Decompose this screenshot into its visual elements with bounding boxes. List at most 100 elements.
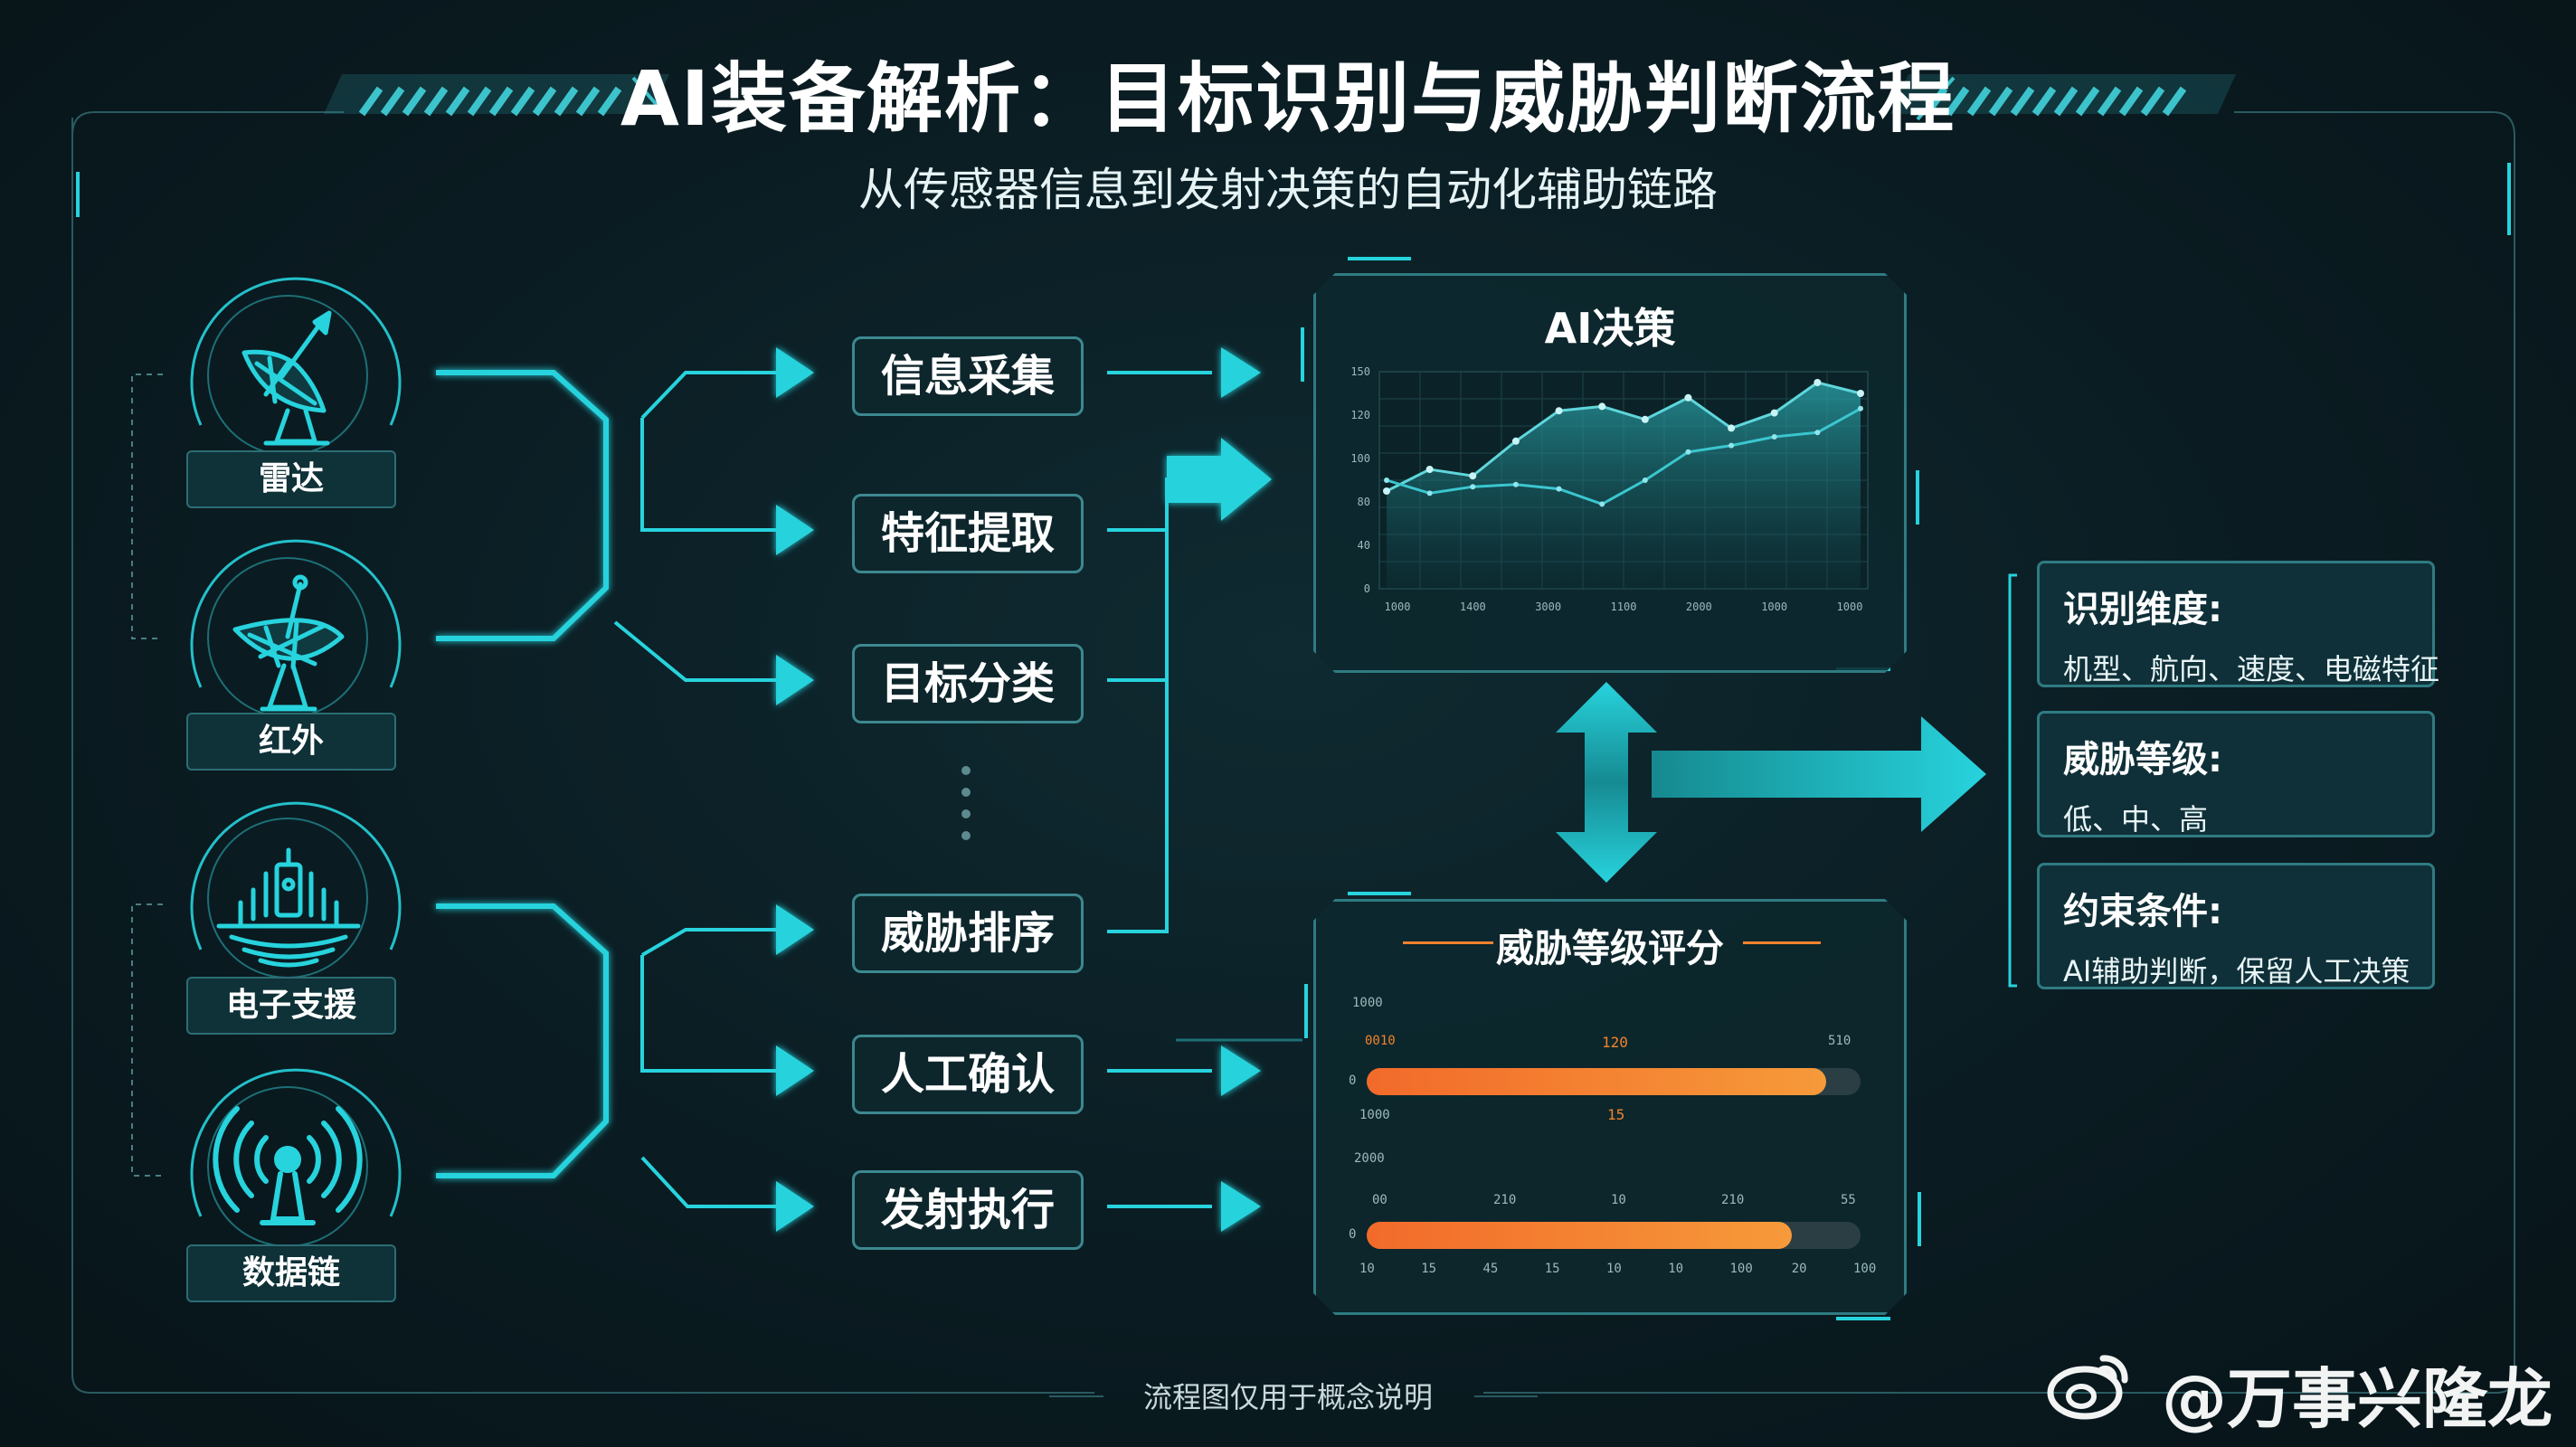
chart-x-tick: 1400 [1460, 601, 1486, 613]
chart-point [1470, 484, 1475, 489]
threat-title-rule-right [1743, 941, 1821, 944]
page-title: AI装备解析：目标识别与威胁判断流程 [620, 54, 1956, 143]
chart-point [1858, 406, 1863, 411]
bar1-label-mid: 120 [1602, 1034, 1628, 1051]
chart-area-fill [1387, 383, 1861, 589]
chart-point [1427, 490, 1433, 496]
footer-note: 流程图仅用于概念说明 [1142, 1380, 1433, 1414]
infrared-dish-icon [232, 574, 345, 712]
chart-y-tick: 0 [1364, 582, 1370, 595]
chart-area-line [1387, 383, 1861, 491]
chart-x-tick: 1000 [1761, 601, 1787, 613]
sensor-label-electronic-support: 电子支援 [186, 977, 396, 1035]
chart-x-tick: 1000 [1837, 601, 1863, 613]
bar1-label-right: 510 [1828, 1034, 1852, 1048]
threat-title-rule-left [1403, 941, 1493, 944]
threat-bottom-tick: 20 [1791, 1262, 1807, 1276]
chart-point [1814, 430, 1820, 435]
chart-point [1642, 416, 1649, 423]
info-card-body: 低、中、高 [2063, 802, 2209, 837]
info-card-head: 识别维度: [2063, 589, 2222, 630]
info-card-body: AI辅助判断，保留人工决策 [2063, 954, 2410, 988]
chart-point [1771, 410, 1778, 417]
watermark-text: @万事兴隆龙 [2161, 1361, 2552, 1437]
chart-point [1557, 487, 1562, 492]
radar-dish-icon [242, 310, 332, 446]
chart-point [1643, 478, 1648, 483]
step-feature-extraction: 特征提取 [852, 494, 1084, 573]
weibo-logo-icon [2045, 1349, 2132, 1437]
chart-point [1469, 472, 1476, 479]
datalink-antenna-icon [213, 1106, 363, 1225]
electronic-support-icon [216, 847, 361, 968]
bar2-label-0: 00 [1372, 1193, 1387, 1207]
threat-panel-title: 威胁等级评分 [1495, 926, 1724, 970]
threat-bottom-tick: 10 [1359, 1262, 1375, 1276]
step-launch-execution: 发射执行 [852, 1170, 1084, 1250]
bar1-under-value: 15 [1607, 1106, 1625, 1123]
info-card-recognition: 识别维度: 机型、航向、速度、电磁特征 [2037, 561, 2440, 687]
info-card-head: 威胁等级: [2063, 739, 2222, 780]
chart-x-tick: 1000 [1385, 601, 1411, 613]
threat-bottom-tick: 15 [1421, 1262, 1437, 1276]
threat-bottom-tick: 15 [1544, 1262, 1560, 1276]
chart-point [1512, 438, 1520, 445]
threat-caption-top: 1000 [1352, 996, 1383, 1010]
chart-point [1685, 449, 1690, 455]
chart-y-tick: 40 [1358, 539, 1370, 552]
threat-bar-1-fill [1367, 1068, 1826, 1095]
sensor-label-radar: 雷达 [186, 450, 396, 508]
chart-series-line [1387, 409, 1861, 505]
info-card-body: 机型、航向、速度、电磁特征 [2063, 652, 2440, 686]
threat-bottom-tick: 10 [1668, 1262, 1684, 1276]
threat-bar-2-track [1367, 1222, 1861, 1249]
chart-x-tick: 1100 [1611, 601, 1637, 613]
chart-point [1426, 466, 1434, 473]
ai-decision-chart: 150 120 100 80 40 0 1000 1400 3000 1100 2000 1000 10… [1343, 363, 1877, 634]
chart-y-tick: 150 [1350, 365, 1370, 378]
chart-point [1513, 482, 1519, 487]
weibo-watermark: @万事兴隆龙 [2045, 1346, 2552, 1441]
bar2-left-small: 0 [1349, 1227, 1357, 1242]
chart-point [1814, 379, 1821, 386]
chart-y-tick: 80 [1358, 496, 1370, 508]
chart-point [1728, 443, 1734, 449]
chart-point [1684, 394, 1691, 402]
chart-point [1772, 434, 1777, 440]
sensor-label-infrared: 红外 [186, 713, 396, 771]
chart-point [1383, 487, 1390, 495]
chart-point [1384, 478, 1389, 483]
chart-x-tick: 3000 [1535, 601, 1561, 613]
info-card-head: 约束条件: [2063, 891, 2222, 932]
bar2-label-1: 210 [1493, 1193, 1517, 1207]
threat-bottom-tick: 100 [1853, 1262, 1877, 1276]
sensor-label-datalink: 数据链 [186, 1244, 396, 1302]
chart-x-tick: 2000 [1686, 601, 1712, 613]
info-card-threat-level: 威胁等级: 低、中、高 [2037, 711, 2435, 837]
ai-panel-title: AI决策 [1544, 304, 1676, 353]
chart-y-tick: 100 [1350, 452, 1370, 465]
step-info-collection: 信息采集 [852, 336, 1084, 416]
bar2-label-4: 55 [1841, 1193, 1856, 1207]
threat-score-panel: 威胁等级评分 1000 0010 120 510 0 15 1000 2000 … [1313, 899, 1907, 1315]
chart-point [1728, 424, 1735, 431]
step-threat-ranking: 威胁排序 [852, 894, 1084, 973]
chart-point [1857, 390, 1864, 397]
bar1-label-left: 0010 [1365, 1034, 1396, 1048]
threat-bar-1-track [1367, 1068, 1861, 1095]
threat-bottom-tick: 45 [1482, 1262, 1499, 1276]
bar2-label-2: 10 [1611, 1193, 1626, 1207]
threat-bottom-tick: 100 [1729, 1262, 1753, 1276]
bar1-left-small: 0 [1349, 1073, 1357, 1088]
chart-point [1556, 407, 1563, 414]
chart-y-tick: 120 [1350, 409, 1370, 421]
mid-label-2: 2000 [1354, 1151, 1385, 1166]
info-card-constraints: 约束条件: AI辅助判断，保留人工决策 [2037, 863, 2435, 989]
mid-label-1: 1000 [1359, 1108, 1390, 1122]
threat-bottom-tick: 10 [1606, 1262, 1622, 1276]
threat-bar-2-fill [1367, 1222, 1792, 1249]
chart-point [1599, 501, 1605, 506]
